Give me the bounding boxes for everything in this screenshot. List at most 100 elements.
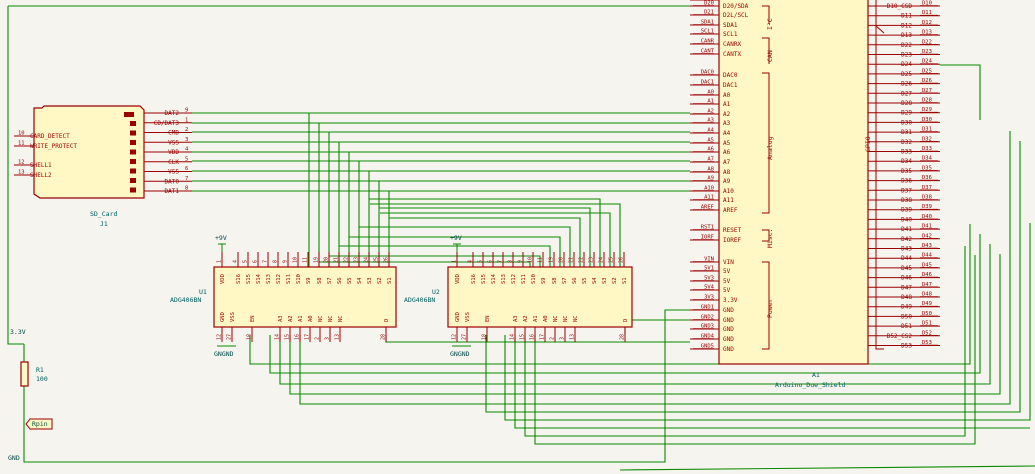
mux-pin-name: NC bbox=[573, 315, 579, 322]
arduino-pin-number: 3V3 bbox=[704, 295, 714, 301]
arduino-pin-number: GND3 bbox=[701, 324, 714, 330]
mux-pin-number: 20 bbox=[324, 257, 330, 263]
arduino-pin-number: IORF bbox=[701, 235, 714, 241]
arduino-pin-number: GND4 bbox=[701, 334, 715, 340]
mux-pin-number: 16 bbox=[530, 334, 536, 340]
mux-pin-number: 7 bbox=[263, 260, 269, 263]
arduino-pin-number: A6 bbox=[707, 147, 714, 153]
mux-pin-name: S6 bbox=[337, 277, 343, 284]
mux-pin-number: 4 bbox=[468, 260, 474, 263]
mux-pin-name: NC bbox=[338, 315, 344, 322]
arduino-pin-name: GND bbox=[723, 0, 734, 2]
arduino-pin-name: SDA1 bbox=[723, 22, 738, 29]
arduino-pin-name: D33 bbox=[901, 149, 912, 156]
mux-pin-number: 11 bbox=[538, 257, 544, 263]
arduino-pin-name: D13 bbox=[901, 32, 912, 39]
mux-pin-name: EN bbox=[250, 315, 256, 322]
mux-u2-symbol[interactable]: +9V 1VDD4S165S156S147S138S129S1110S1011S… bbox=[404, 234, 633, 358]
arduino-pin-name: D28 bbox=[901, 100, 912, 107]
arduino-value: Arduino_Due_Shield bbox=[775, 381, 846, 389]
arduino-pin-number: A3 bbox=[707, 118, 714, 124]
resistor-r1[interactable]: R1 100 bbox=[20, 361, 48, 387]
mux-pin-name: EN bbox=[485, 315, 491, 322]
arduino-pin-number: A9 bbox=[707, 176, 714, 182]
mux-pin-number: 23 bbox=[354, 257, 360, 263]
arduino-pin-number: SDA1 bbox=[701, 20, 714, 26]
arduino-pin-name: A7 bbox=[723, 159, 731, 166]
mux-pin-name: S10 bbox=[296, 274, 302, 284]
mux-pin-number: 8 bbox=[508, 260, 514, 263]
mux-pin-name: S1 bbox=[387, 277, 393, 284]
mux-pin-name: A1 bbox=[533, 315, 539, 322]
sd-pin-name: WRITE_PROTECT bbox=[30, 143, 77, 150]
arduino-pin-name: A3 bbox=[723, 120, 731, 127]
net-label-rpin[interactable]: Rpin bbox=[25, 418, 53, 430]
mux-pin-name: A0 bbox=[308, 315, 314, 322]
label-can: CAN bbox=[766, 50, 774, 62]
arduino-pin-name: D29 bbox=[901, 110, 912, 117]
sd-pin-number: 7 bbox=[185, 176, 188, 182]
arduino-pin-number: D12 bbox=[922, 20, 932, 26]
arduino-pin-number: A1 bbox=[707, 99, 714, 105]
label-analog: Analog bbox=[766, 136, 774, 160]
arduino-pin-name: D25 bbox=[901, 71, 912, 78]
arduino-pin-number: CANT bbox=[701, 49, 715, 55]
mux-pin-number: 8 bbox=[273, 260, 279, 263]
mux-pin-number: 25 bbox=[609, 257, 615, 263]
arduino-pin-name: D24 bbox=[901, 61, 912, 68]
mux-pin-name: S9 bbox=[541, 277, 547, 284]
mux-pin-number: 13 bbox=[570, 334, 576, 340]
arduino-pin-number: CANR bbox=[701, 39, 715, 45]
arduino-pin-number: D22 bbox=[922, 39, 932, 45]
arduino-pin-name: D36 bbox=[901, 178, 912, 185]
arduino-pin-number: D25 bbox=[922, 68, 932, 74]
mux-pin-number: 3 bbox=[560, 337, 566, 340]
mux-pin-number: 5 bbox=[478, 260, 484, 263]
sd-pin-number: 10 bbox=[18, 131, 25, 137]
arduino-pin-name: CANRX bbox=[723, 41, 741, 48]
mux-pin-name: NC bbox=[318, 315, 324, 322]
arduino-pin-name: D26 bbox=[901, 81, 912, 88]
arduino-pin-number: D45 bbox=[922, 262, 932, 268]
arduino-pin-number: A8 bbox=[707, 167, 714, 173]
arduino-pin-name: D41 bbox=[901, 226, 912, 233]
mux-pin-name: S3 bbox=[367, 277, 373, 284]
arduino-pin-name: D22 bbox=[901, 42, 912, 49]
arduino-pin-name: D44 bbox=[901, 255, 912, 262]
arduino-pin-name: A11 bbox=[723, 197, 734, 204]
mux-pin-name: S6 bbox=[572, 277, 578, 284]
mux-pin-number: 2 bbox=[315, 337, 321, 340]
arduino-pin-number: DAC0 bbox=[701, 70, 714, 76]
arduino-pin-number: A7 bbox=[707, 157, 714, 163]
arduino-pin-name: GND bbox=[723, 346, 734, 353]
arduino-pin-number: VIN bbox=[704, 257, 714, 263]
mux-pin-number: 9 bbox=[283, 260, 289, 263]
mux-u1-symbol[interactable]: +9V 1VDD4S165S156S147S138S129S1110S1011S… bbox=[170, 234, 397, 358]
mux-pin-number: 14 bbox=[275, 334, 281, 340]
arduino-pin-number: D43 bbox=[922, 243, 932, 249]
arduino-pin-number: SCL1 bbox=[701, 29, 714, 35]
sd-contact-pad bbox=[130, 130, 136, 136]
mux-pin-number: 7 bbox=[498, 260, 504, 263]
arduino-pin-number: D29 bbox=[922, 107, 932, 113]
mux-pin-name: S8 bbox=[552, 277, 558, 284]
arduino-pin-name: GND bbox=[723, 326, 734, 333]
sd-contact-pad bbox=[130, 140, 136, 145]
arduino-pin-number: A10 bbox=[704, 186, 714, 192]
sd-pin-number: 5 bbox=[185, 156, 188, 162]
mux-pin-name: S5 bbox=[347, 277, 353, 284]
arduino-pin-name: GND bbox=[723, 336, 734, 343]
mux-pin-number: 10 bbox=[293, 257, 299, 263]
mux-pin-name: A2 bbox=[523, 315, 529, 322]
arduino-pin-number: D24 bbox=[922, 59, 933, 65]
arduino-pin-name: IOREF bbox=[723, 237, 741, 244]
arduino-pin-name: D51 bbox=[901, 323, 912, 330]
arduino-pin-name: D48 bbox=[901, 294, 912, 301]
arduino-pin-name: D46 bbox=[901, 275, 912, 282]
mux-u2-value: ADG406BN bbox=[404, 296, 435, 304]
mux-pin-number: 4 bbox=[233, 260, 239, 263]
sd-contact-pad bbox=[130, 178, 136, 183]
sd-pin-number: 6 bbox=[185, 166, 188, 172]
